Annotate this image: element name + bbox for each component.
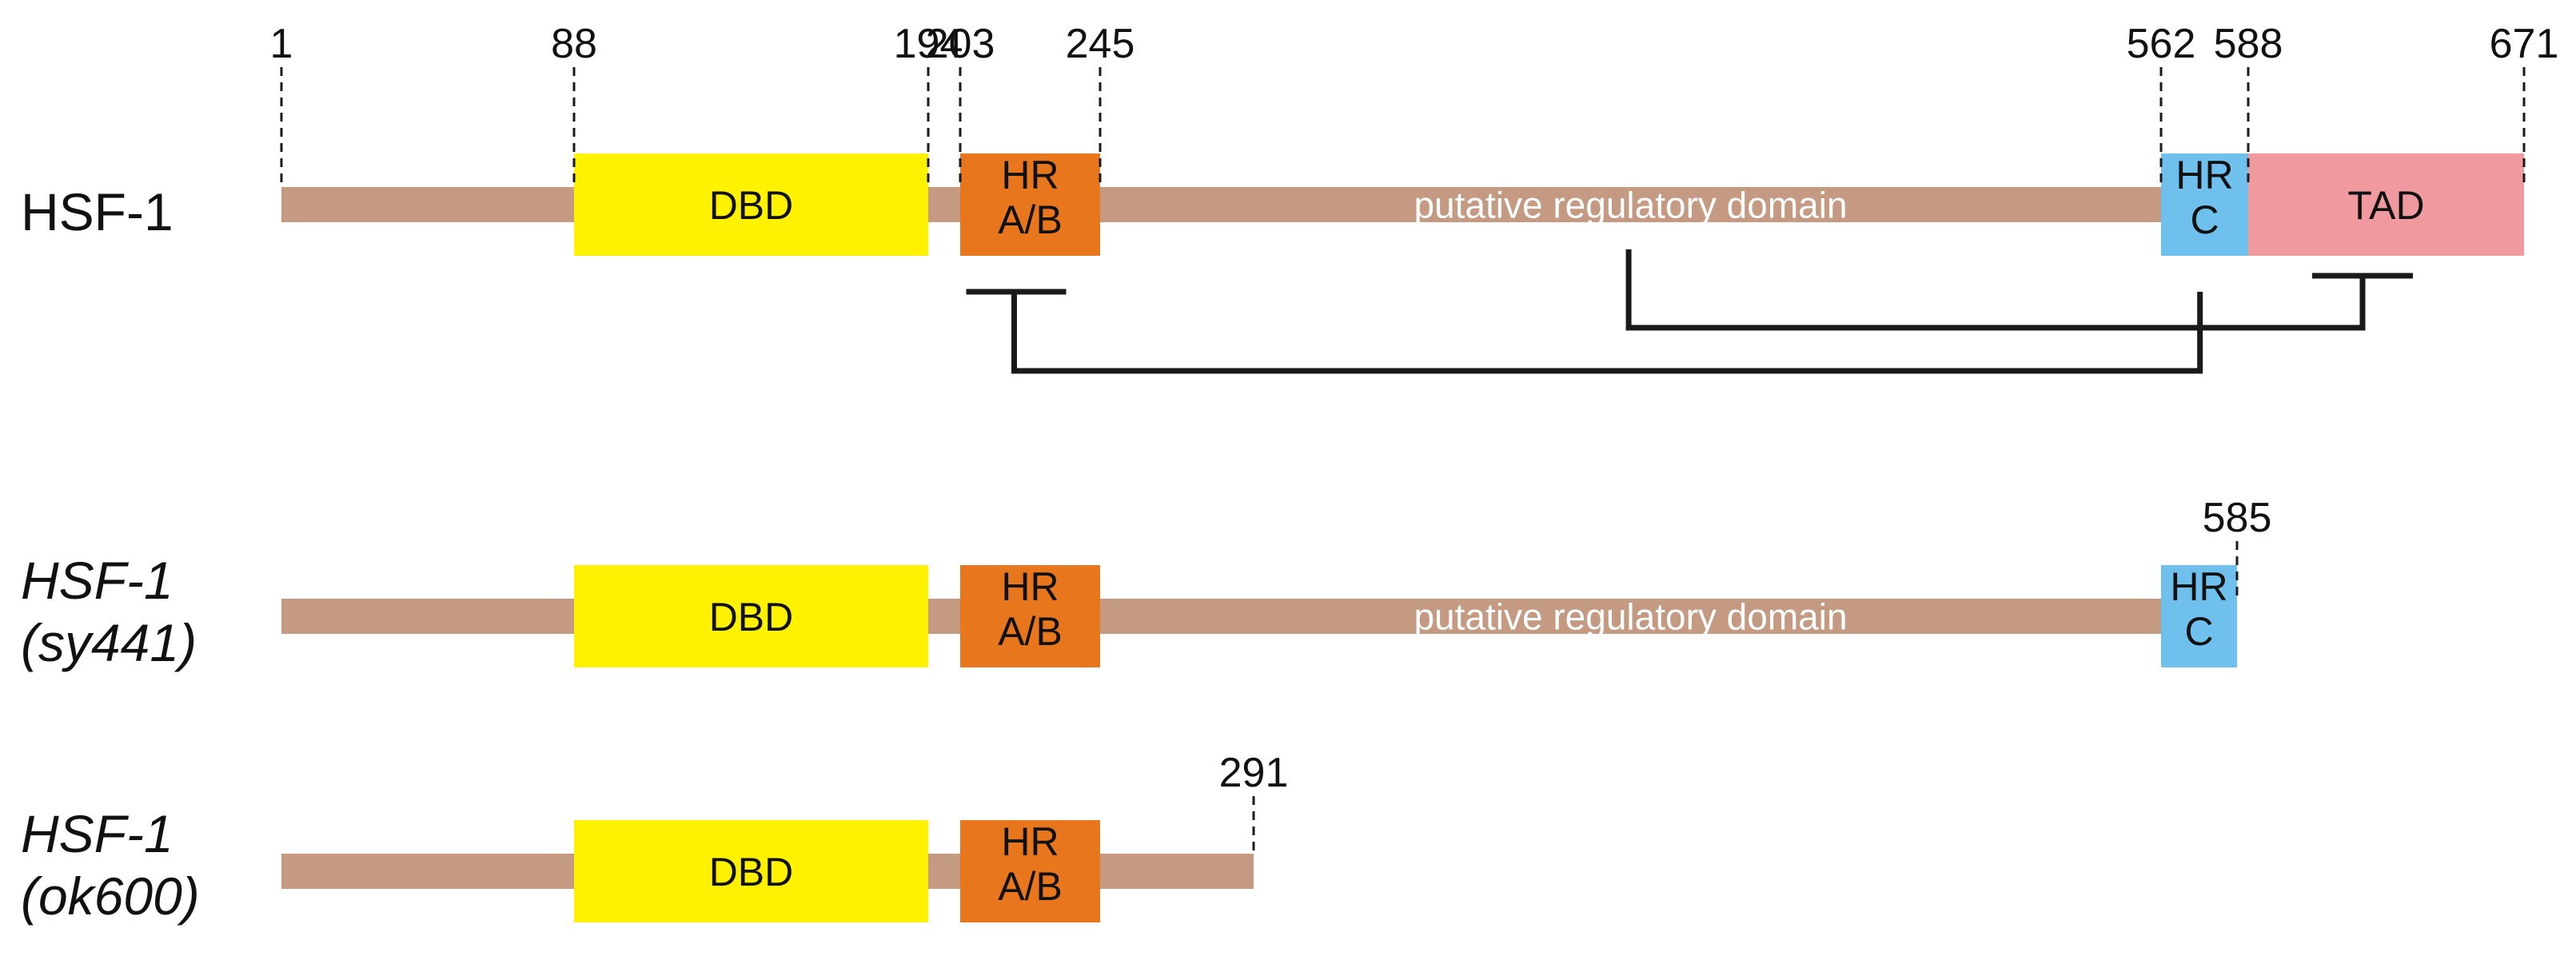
domain-label: putative regulatory domain [1414, 185, 1847, 226]
construct-row: DBD HRA/B 291 [281, 750, 1288, 922]
construct-label-hsf1: HSF-1 [21, 181, 173, 243]
residue-marker: 88 [551, 21, 597, 189]
domain-box [574, 820, 928, 922]
domain-label: A/B [998, 197, 1063, 242]
residue-marker: 585 [2203, 495, 2272, 600]
domain-label: A/B [998, 609, 1063, 654]
domain-box [2248, 153, 2524, 256]
residue-marker: 194 [894, 21, 963, 189]
domain-dbd: DBD [574, 820, 928, 922]
interaction-line-hrc-to-hrab [1011, 292, 2203, 374]
domain-box [960, 565, 1100, 667]
domain-box [960, 153, 1100, 256]
interaction-line-reg-to-tad [1625, 249, 2366, 331]
domain-label: C [2190, 197, 2219, 242]
residue-number: 291 [1219, 750, 1289, 796]
construct-label-sy441: HSF-1 (sy441) [21, 549, 197, 674]
allele-name: (ok600) [21, 866, 200, 926]
residue-number: 1 [270, 21, 293, 67]
domain-hr-c: HRC [2161, 564, 2237, 667]
construct-label-ok600: HSF-1 (ok600) [21, 803, 200, 927]
residue-number: 671 [2490, 21, 2559, 67]
residue-number: 194 [894, 21, 963, 67]
domain-label: HR [1001, 819, 1059, 864]
residue-number: 88 [551, 21, 597, 67]
construct-name: HSF-1 [21, 551, 173, 610]
domain-dbd: DBD [574, 153, 928, 256]
domain-hr-a-b: HRA/B [960, 153, 1100, 256]
domain-label: A/B [998, 864, 1063, 909]
domain-box [574, 153, 928, 256]
residue-marker: 562 [2127, 21, 2196, 189]
domain-tad: TAD [2248, 153, 2524, 256]
residue-marker: 671 [2490, 21, 2559, 189]
residue-marker: 291 [1219, 750, 1289, 855]
domain-box [574, 565, 928, 667]
residue-number: 562 [2127, 21, 2196, 67]
interaction-lines [966, 249, 2413, 374]
domain-box [2161, 153, 2248, 256]
domain-label: DBD [709, 183, 794, 228]
domain-label: DBD [709, 595, 794, 639]
residue-number: 203 [926, 21, 995, 67]
domain-box [2161, 565, 2237, 667]
residue-number: 585 [2203, 495, 2272, 541]
residue-marker: 588 [2214, 21, 2283, 189]
domain-dbd: DBD [574, 565, 928, 667]
residue-marker: 245 [1066, 21, 1135, 189]
domain-putative-regulatory-domain: putative regulatory domain [1414, 185, 1847, 226]
domain-hr-a-b: HRA/B [960, 564, 1100, 667]
residue-number: 245 [1066, 21, 1135, 67]
domain-label: TAD [2347, 183, 2424, 228]
construct-name: HSF-1 [21, 804, 173, 863]
domain-label: putative regulatory domain [1414, 596, 1847, 638]
domain-label: HR [2170, 564, 2227, 609]
domain-label: C [2184, 609, 2213, 654]
domain-label: HR [2175, 153, 2233, 197]
residue-number: 588 [2214, 21, 2283, 67]
allele-name: (sy441) [21, 613, 197, 672]
residue-marker: 203 [926, 21, 995, 189]
domain-hr-a-b: HRA/B [960, 819, 1100, 922]
construct-name: HSF-1 [21, 182, 173, 241]
residue-marker: 1 [270, 21, 293, 189]
domain-hr-c: HRC [2161, 153, 2248, 256]
domain-label: DBD [709, 850, 794, 894]
domain-label: HR [1001, 153, 1059, 197]
domain-putative-regulatory-domain: putative regulatory domain [1414, 596, 1847, 638]
domain-label: HR [1001, 564, 1059, 609]
domain-box [960, 820, 1100, 922]
